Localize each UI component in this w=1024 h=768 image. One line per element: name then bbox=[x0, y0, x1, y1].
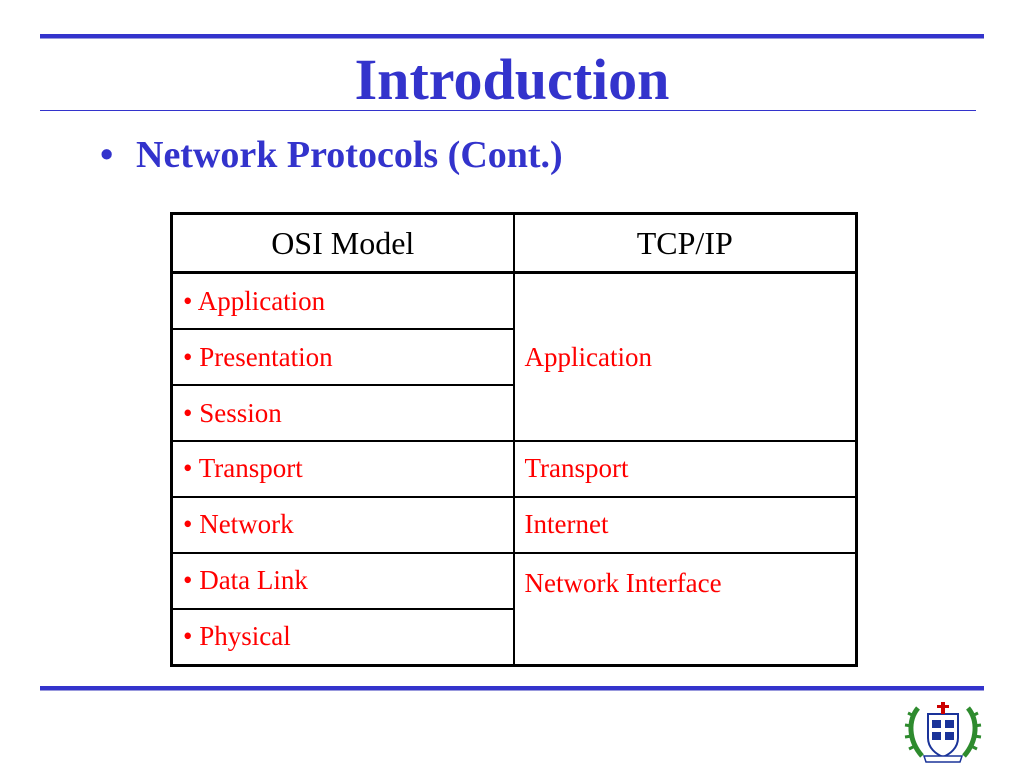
bottom-rule bbox=[40, 686, 984, 691]
osi-layer-data-link: • Data Link bbox=[170, 551, 515, 610]
table-header-row: OSI Model TCP/IP bbox=[170, 212, 858, 274]
bullet-text: Network Protocols (Cont.) bbox=[136, 134, 563, 176]
table-row: • Presentation bbox=[170, 328, 857, 387]
tcpip-layer-transport: Transport bbox=[512, 440, 858, 498]
osi-tcpip-table: OSI Model TCP/IP • Application Applicati… bbox=[170, 212, 858, 667]
top-rule bbox=[40, 34, 984, 39]
tcpip-layer-application: Application bbox=[512, 271, 858, 443]
bullet-symbol: • bbox=[100, 134, 114, 176]
table-row: • Physical bbox=[170, 607, 857, 667]
osi-layer-physical: • Physical bbox=[170, 607, 515, 667]
table-row: • Data Link Network Interface bbox=[170, 551, 858, 667]
osi-layer-session: • Session bbox=[170, 384, 515, 443]
osi-layer-network: • Network bbox=[170, 495, 515, 554]
table-row: • Application Application bbox=[170, 271, 858, 443]
osi-layer-presentation: • Presentation bbox=[170, 328, 515, 387]
table-row: • Transport Transport bbox=[170, 440, 858, 498]
header-osi-model: OSI Model bbox=[170, 212, 515, 274]
table-row: • Network Internet bbox=[170, 495, 858, 554]
university-crest-icon bbox=[904, 702, 982, 763]
osi-layer-application: • Application bbox=[170, 271, 515, 331]
slide-title: Introduction bbox=[354, 47, 670, 112]
tcpip-layer-network-interface: Network Interface bbox=[512, 551, 858, 667]
osi-layer-transport: • Transport bbox=[170, 440, 515, 498]
table-row: • Session bbox=[170, 384, 857, 443]
tcpip-layer-internet: Internet bbox=[512, 495, 858, 554]
header-tcpip: TCP/IP bbox=[512, 212, 858, 274]
title-underline bbox=[40, 110, 976, 111]
bullet-item: • Network Protocols (Cont.) bbox=[100, 132, 563, 178]
